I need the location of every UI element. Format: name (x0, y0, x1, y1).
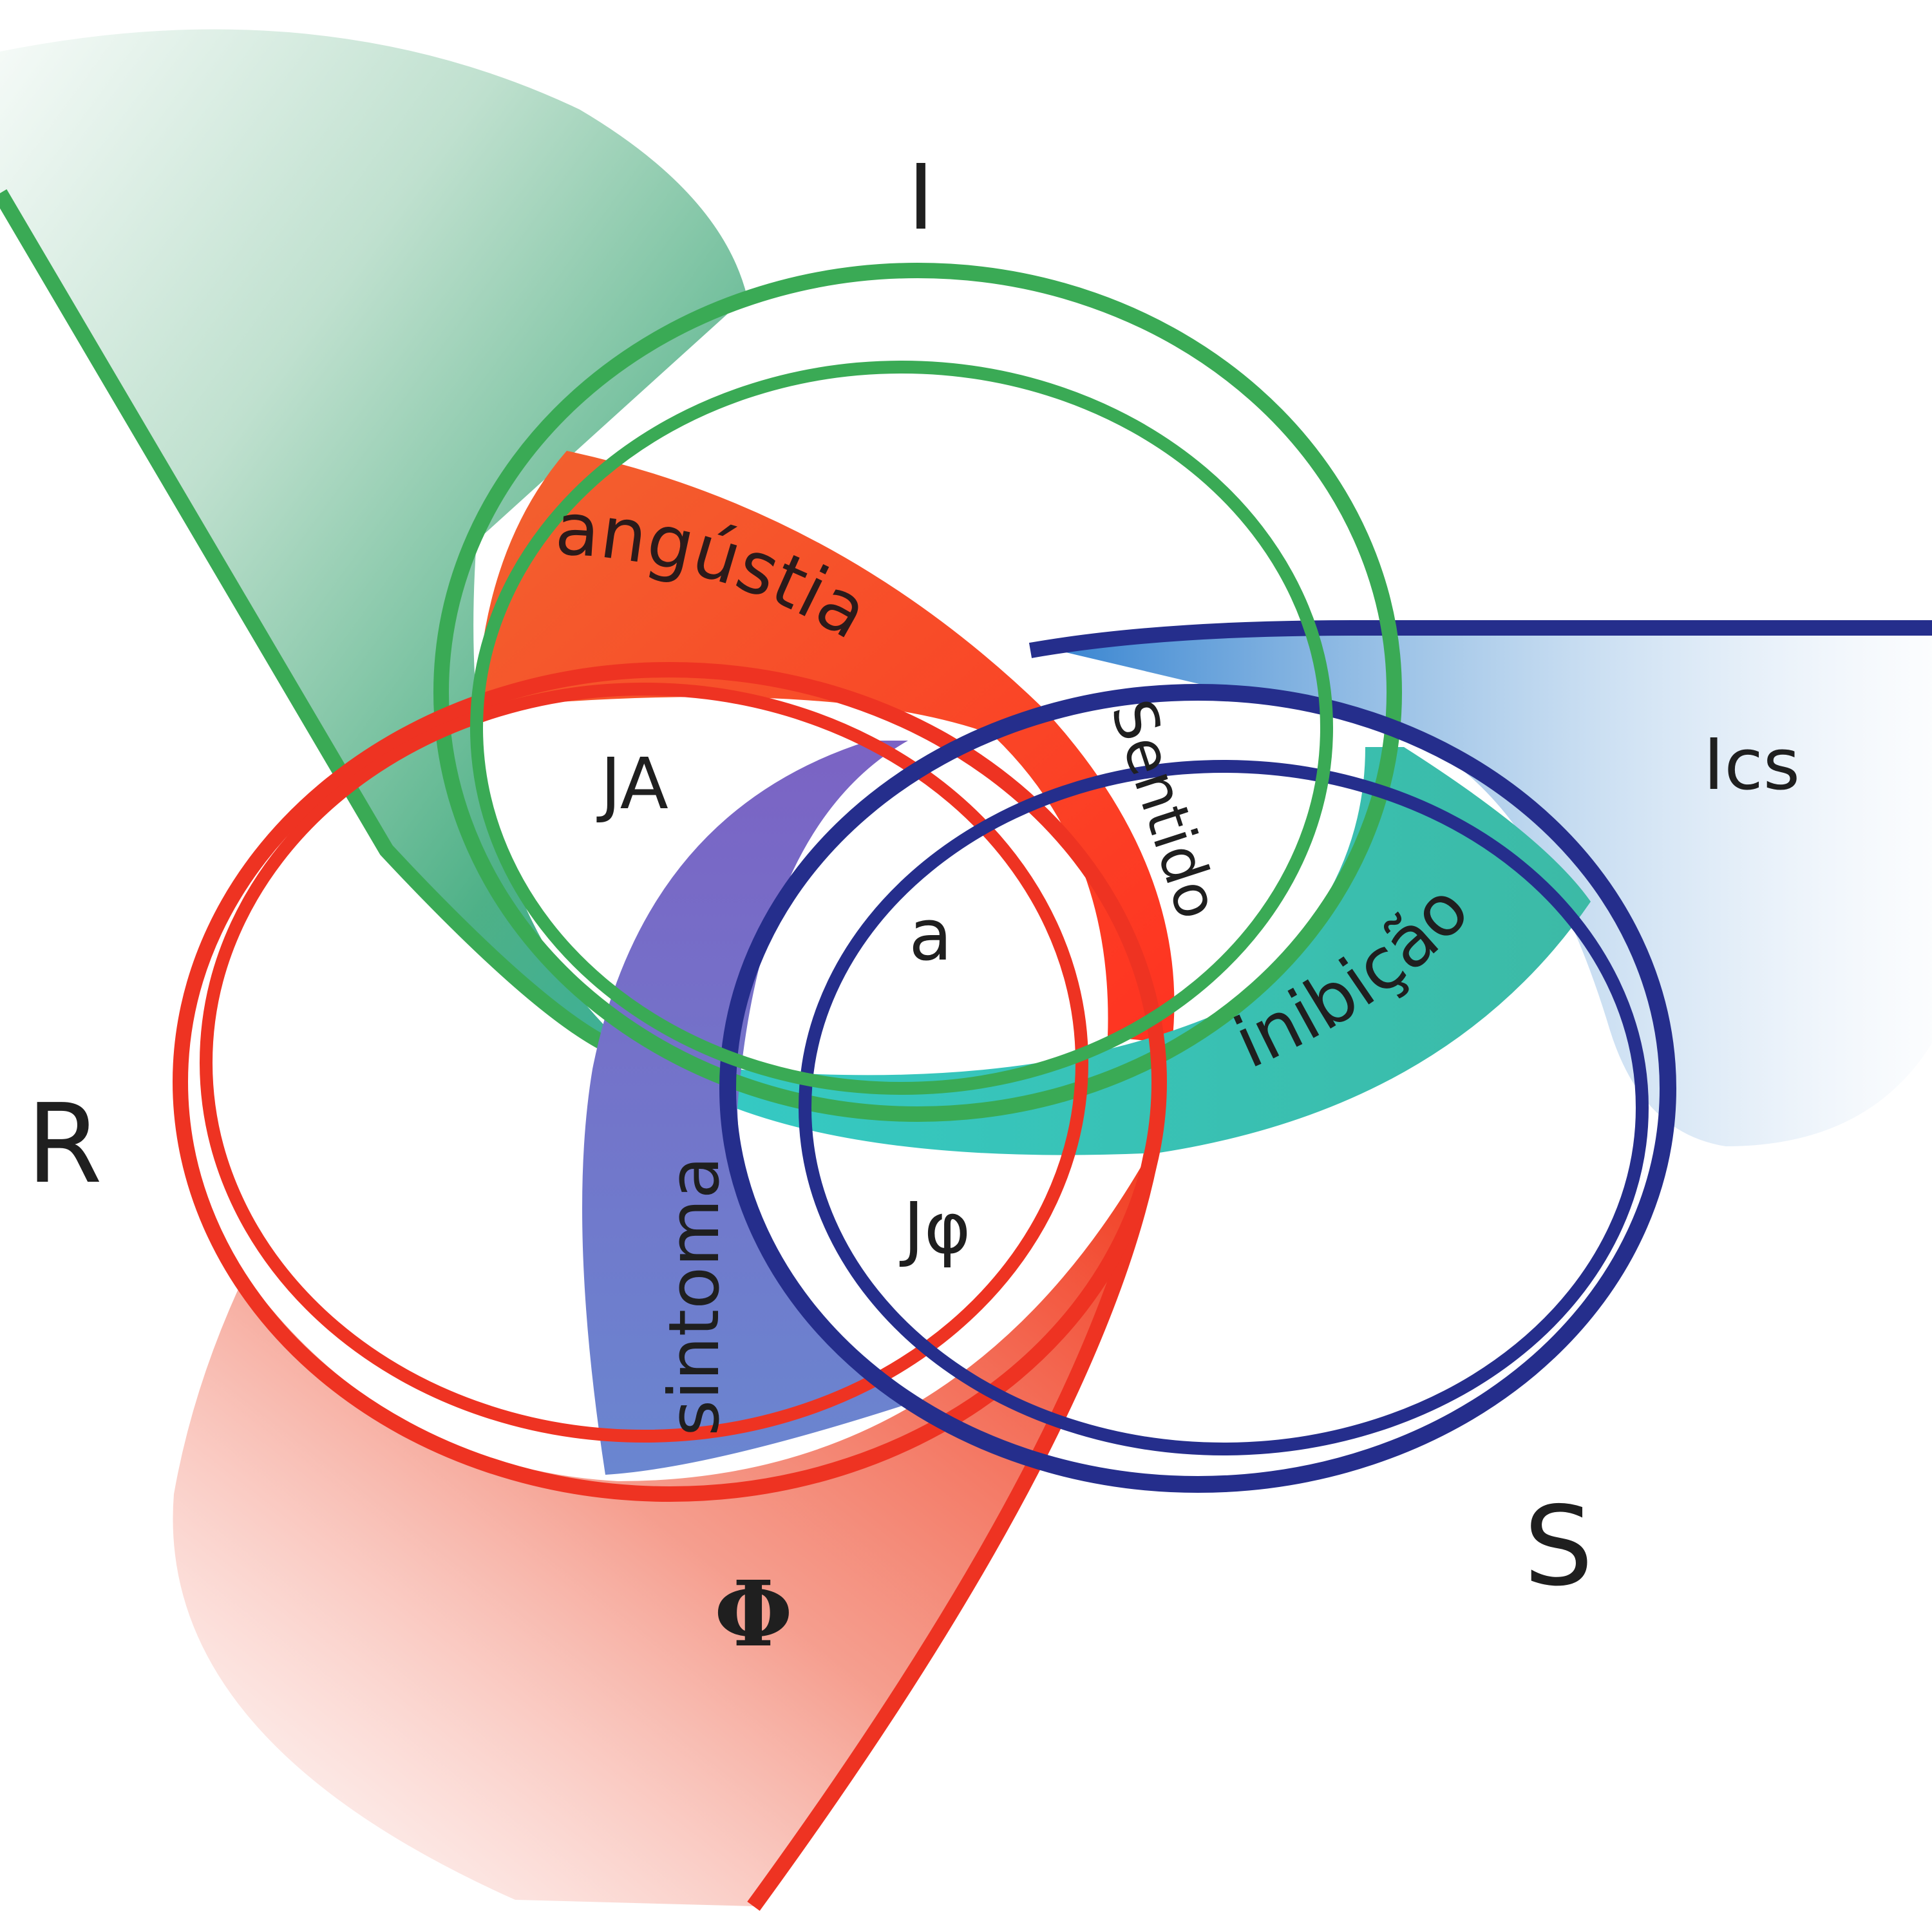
inhibition-band (734, 747, 1591, 1155)
unconscious-field (1030, 625, 1932, 1146)
real-label: R (26, 1081, 102, 1208)
symbolic-ring-outer (719, 684, 1676, 1493)
phallic-jouissance-label: Jφ (899, 1187, 971, 1269)
anguish-band (477, 451, 1175, 1043)
real-ring-inner (200, 683, 1088, 1443)
imaginary-ring-inner (470, 361, 1333, 1095)
imaginary-field (0, 29, 747, 1057)
symbolic-label: S (1524, 1483, 1593, 1611)
phallus-label: Φ (714, 1562, 793, 1667)
object-a-label: a (909, 894, 952, 976)
real-ring-outer (173, 662, 1167, 1502)
unconscious-label: Ics (1703, 723, 1800, 806)
imaginary-ring-outer (433, 263, 1402, 1122)
imaginary-label: I (907, 146, 934, 251)
real-field (173, 1146, 1153, 1906)
symptom-band (582, 741, 908, 1475)
other-jouissance-label: JA (596, 743, 668, 825)
symptom-label: sintoma (654, 1156, 735, 1436)
symbolic-ring-inner (799, 760, 1649, 1455)
